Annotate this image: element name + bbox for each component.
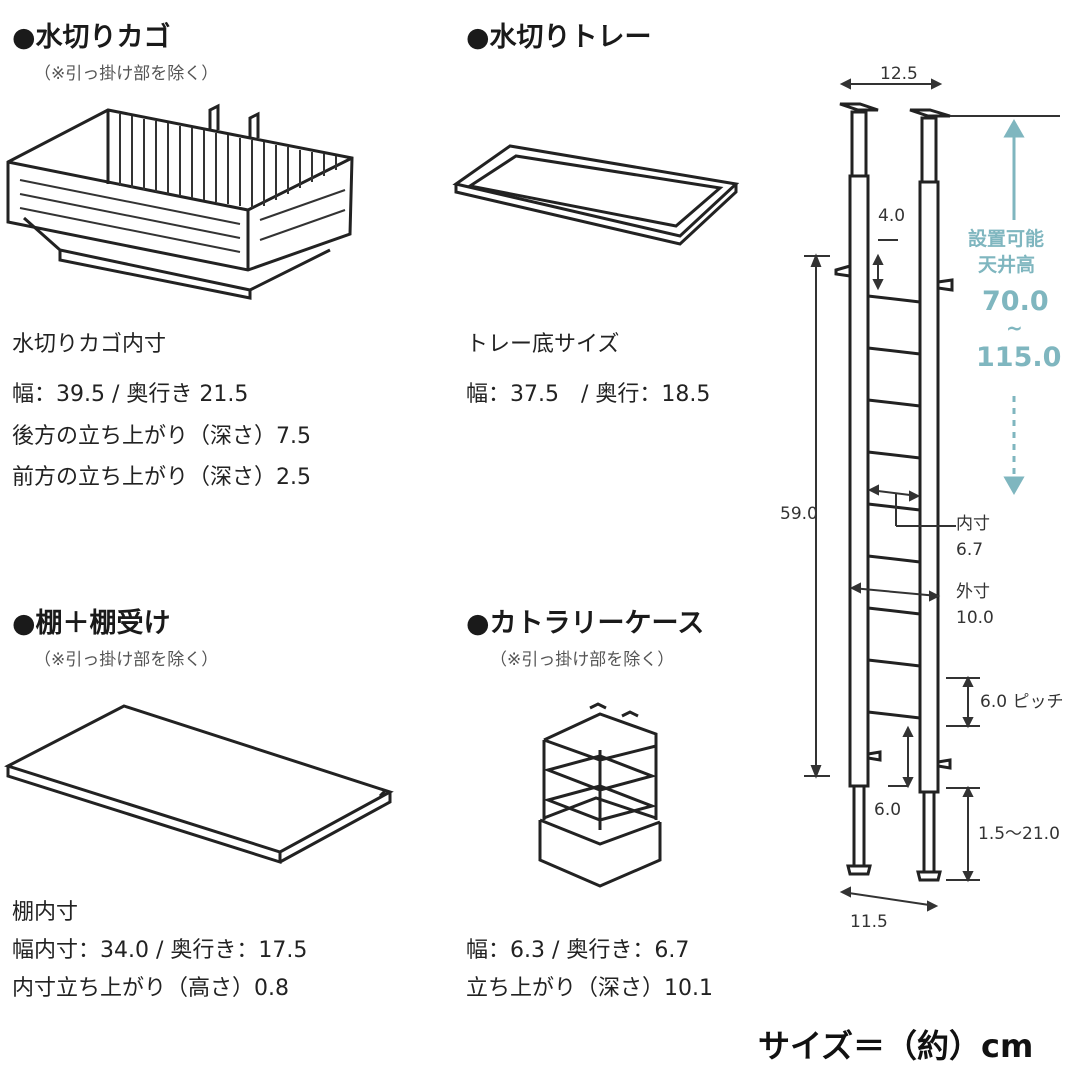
height-label-2: 天井高	[978, 254, 1036, 276]
height-max: 115.0	[976, 342, 1062, 373]
inner-label: 内寸	[956, 514, 990, 534]
tray-title: ●水切りトレー	[466, 22, 652, 53]
basket-spec-line: 幅：39.5 / 奥行き 21.5	[12, 382, 249, 407]
height-label-1: 設置可能	[968, 228, 1045, 250]
shelf-title: ●棚＋棚受け	[12, 608, 171, 639]
basket-spec-line: 後方の立ち上がり（深さ）7.5	[12, 424, 311, 449]
shelf-spec-line: 内寸立ち上がり（高さ）0.8	[12, 976, 289, 1001]
cutlery-note: （※引っ掛け部を除く）	[490, 650, 675, 670]
bottom-width-label: 11.5	[850, 912, 888, 932]
top-width-label: 12.5	[880, 64, 918, 84]
basket-spec-head: 水切りカゴ内寸	[12, 332, 167, 357]
main-height-label: 59.0	[780, 504, 818, 524]
tray-spec-line: 幅：37.5 / 奥行：18.5	[466, 382, 711, 407]
height-min: 70.0	[982, 286, 1049, 317]
top-gap-label: 4.0	[878, 206, 906, 226]
drain-tray-illustration	[452, 144, 740, 246]
dish-basket-illustration	[6, 103, 354, 300]
outer-value: 10.0	[956, 608, 994, 628]
pitch-label: 6.0 ピッチ	[980, 692, 1064, 712]
basket-title: ●水切りカゴ	[12, 22, 171, 53]
shelf-spec-line: 幅内寸：34.0 / 奥行き：17.5	[12, 938, 308, 963]
outer-label: 外寸	[956, 582, 990, 602]
ladder-rack-diagram	[804, 78, 1060, 912]
shelf-spec-head: 棚内寸	[12, 900, 79, 925]
shelf-illustration	[4, 704, 394, 865]
cutlery-title: ●カトラリーケース	[466, 608, 705, 639]
bottom-gap-label: 6.0	[874, 800, 902, 820]
basket-spec-line: 前方の立ち上がり（深さ）2.5	[12, 465, 311, 490]
height-tilde: ~	[1006, 316, 1023, 340]
cutlery-case-illustration	[538, 702, 662, 888]
tray-spec-head: トレー底サイズ	[466, 332, 620, 357]
size-unit-footer: サイズ＝（約）cm	[758, 1027, 1034, 1065]
adjust-label: 1.5～21.0	[978, 824, 1060, 844]
shelf-note: （※引っ掛け部を除く）	[34, 650, 219, 670]
inner-value: 6.7	[956, 540, 984, 560]
cutlery-spec-line: 幅：6.3 / 奥行き：6.7	[466, 938, 690, 963]
cutlery-spec-line: 立ち上がり（深さ）10.1	[466, 976, 713, 1001]
basket-note: （※引っ掛け部を除く）	[34, 64, 219, 84]
